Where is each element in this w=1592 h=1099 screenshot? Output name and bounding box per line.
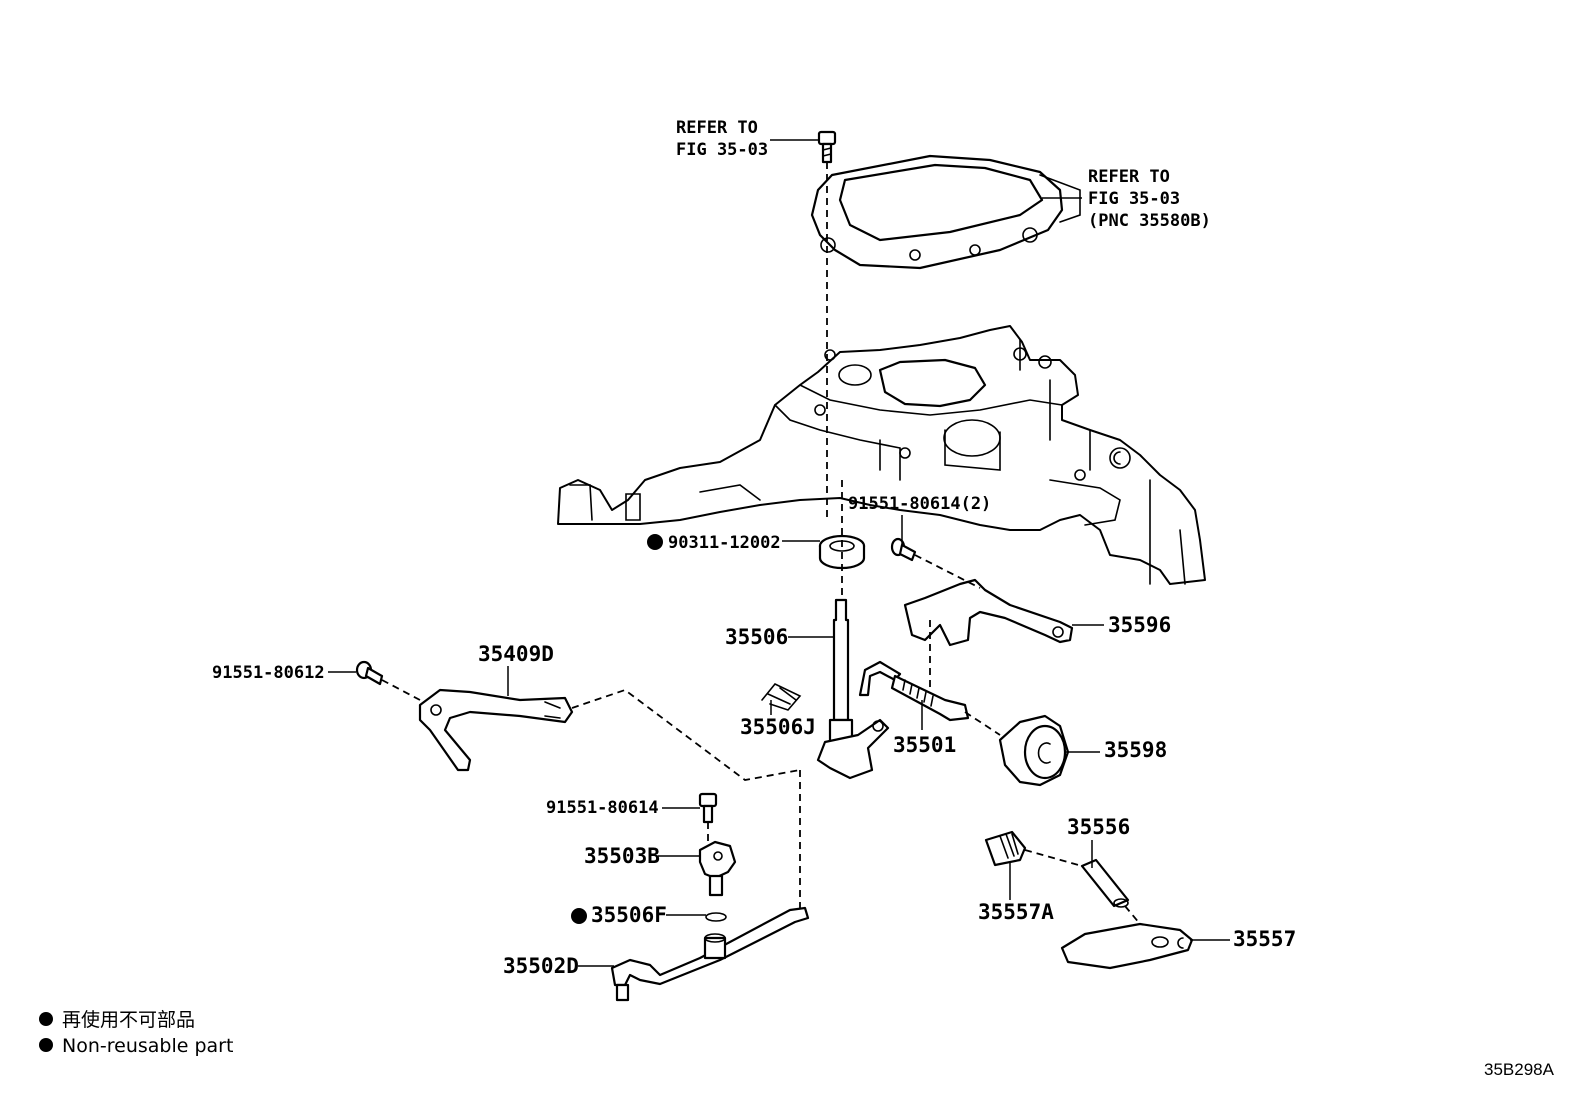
label-35502D: 35502D: [503, 954, 579, 978]
label-90311-12002: 90311-12002: [668, 533, 781, 553]
label-35506F: 35506F: [591, 903, 667, 927]
label-35557A: 35557A: [978, 900, 1054, 924]
refer-top-line1: REFER TO: [676, 118, 758, 138]
pin-35556-drawing: [1080, 858, 1130, 908]
label-35409D: 35409D: [478, 642, 554, 666]
refer-top-line2: FIG 35-03: [676, 140, 768, 160]
leader-lines: [328, 139, 1230, 967]
refer-right-line3: (PNC 35580B): [1088, 211, 1211, 231]
non-reusable-marker-90311: [647, 534, 663, 550]
lever-35502D-drawing: [610, 906, 810, 1002]
bolt-91551-80612-drawing: [355, 660, 384, 686]
label-35596: 35596: [1108, 613, 1171, 637]
legend-bullet-en: [39, 1038, 53, 1052]
label-91551-80614: 91551-80614: [546, 798, 659, 818]
spring-clip-drawing: [761, 683, 802, 711]
bracket-35503B-drawing: [698, 840, 737, 897]
refer-right-line2: FIG 35-03: [1088, 189, 1180, 209]
lever-35596-drawing: [903, 578, 1074, 647]
label-35506: 35506: [725, 625, 788, 649]
label-35506J: 35506J: [740, 715, 816, 739]
label-35598: 35598: [1104, 738, 1167, 762]
lever-35409D-drawing: [418, 688, 574, 772]
lever-35557-drawing: [1060, 922, 1194, 970]
legend-text-en: Non-reusable part: [62, 1035, 233, 1057]
transmission-case-drawing: [557, 325, 1206, 585]
assembly-lines: [381, 162, 1141, 925]
bolt-91551-80614-2-drawing: [890, 537, 917, 562]
label-35557: 35557: [1233, 927, 1296, 951]
bolt-top-drawing: [817, 130, 837, 164]
legend-bullet-jp: [39, 1012, 53, 1026]
shaft-drawing: [816, 598, 890, 780]
label-35556: 35556: [1067, 815, 1130, 839]
o-ring-drawing: [705, 912, 727, 922]
detent-rod-drawing: [858, 660, 970, 722]
label-35501: 35501: [893, 733, 956, 757]
legend-text-jp: 再使用不可部品: [62, 1009, 195, 1031]
label-35503B: 35503B: [584, 844, 660, 868]
cam-drawing: [998, 714, 1070, 787]
label-91551-80612: 91551-80612: [212, 663, 325, 683]
bolt-91551-80614-drawing: [698, 792, 718, 824]
cover-plate-drawing: [810, 154, 1081, 270]
refer-right-line1: REFER TO: [1088, 167, 1170, 187]
figure-code: 35B298A: [1484, 1060, 1555, 1079]
legend: 再使用不可部品 Non-reusable part: [39, 1009, 233, 1057]
non-reusable-marker-35506F: [571, 908, 587, 924]
label-91551-80614-2: 91551-80614(2): [848, 494, 991, 514]
spring-35557A-drawing: [984, 830, 1027, 867]
